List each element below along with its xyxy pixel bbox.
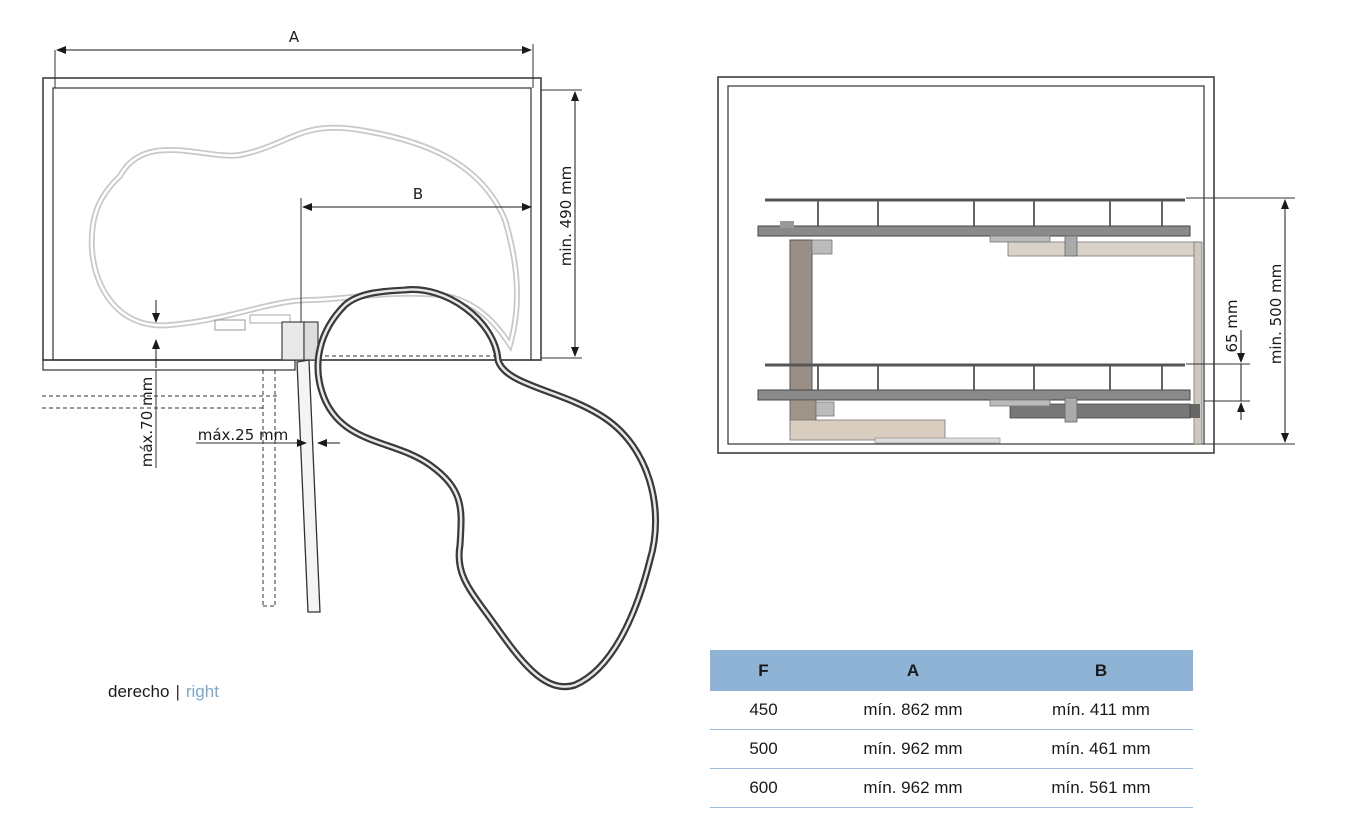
cell-b: mín. 461 mm [1009, 729, 1193, 769]
table-header-row: F A B [710, 650, 1193, 691]
caption-spanish: derecho [108, 682, 170, 701]
header-b: B [1009, 650, 1193, 691]
table-row: 450 mín. 862 mm mín. 411 mm [710, 691, 1193, 730]
cell-a: mín. 962 mm [817, 768, 1009, 808]
dimension-depth-label: min. 490 mm [557, 166, 575, 266]
table-row: 600 mín. 962 mm mín. 561 mm [710, 768, 1193, 808]
orientation-caption: derecho | right [108, 682, 219, 702]
cell-f: 500 [710, 729, 817, 769]
cell-a: mín. 962 mm [817, 729, 1009, 769]
dimension-shelf-gap-label: 65 mm [1223, 299, 1241, 352]
dimension-height-label: min. 500 mm [1267, 264, 1285, 364]
header-f: F [710, 650, 817, 691]
header-a: A [817, 650, 1009, 691]
dimensions-table: F A B 450 mín. 862 mm mín. 411 mm 500 mí… [710, 650, 1193, 808]
top-view-drawing: A B min. 490 mm máx.70 mm máx.25 mm [42, 28, 659, 691]
dimension-offset-label: máx.70 mm [138, 377, 156, 468]
front-view-drawing: min. 500 mm 65 mm [717, 76, 1295, 454]
swung-basket-outline [314, 286, 659, 691]
cell-f: 450 [710, 691, 817, 730]
dimension-gap-label: máx.25 mm [198, 426, 289, 444]
cell-f: 600 [710, 768, 817, 808]
cell-b: mín. 561 mm [1009, 768, 1193, 808]
cell-b: mín. 411 mm [1009, 691, 1193, 730]
dimension-a-label: A [289, 28, 300, 46]
caption-english: right [185, 682, 219, 701]
dimension-b-label: B [413, 185, 423, 203]
table-row: 500 mín. 962 mm mín. 461 mm [710, 729, 1193, 769]
cell-a: mín. 862 mm [817, 691, 1009, 730]
caption-separator: | [175, 682, 180, 701]
